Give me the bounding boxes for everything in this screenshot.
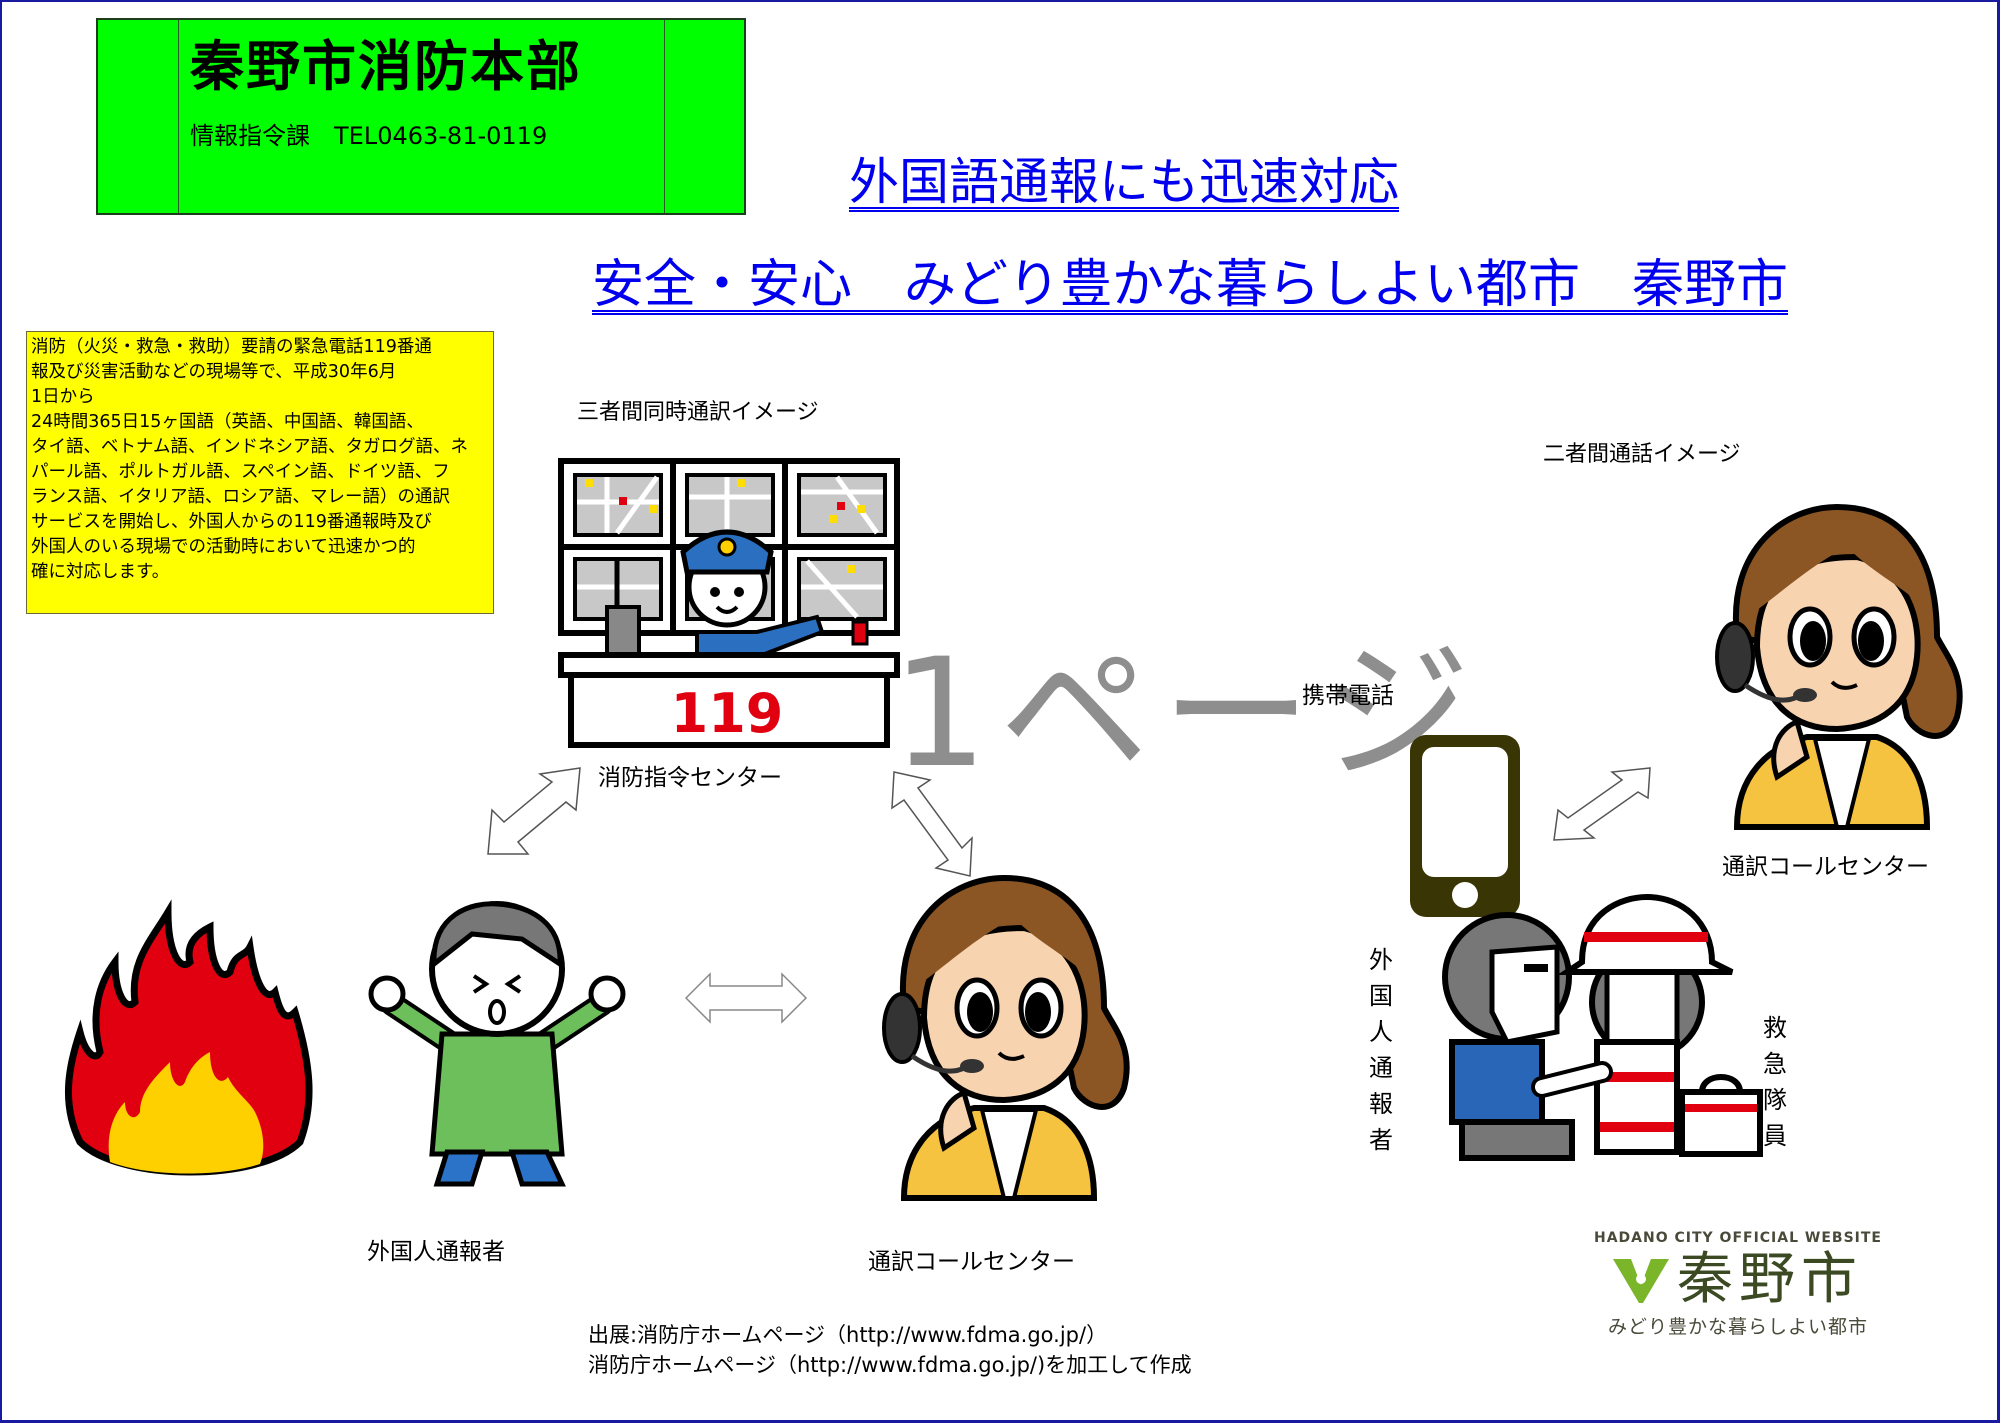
dispatcher-icon: 119 — [558, 458, 900, 748]
two-way-title: 二者間通話イメージ — [1543, 442, 1741, 467]
svg-text:119: 119 — [671, 682, 784, 745]
fire-icon — [65, 899, 313, 1176]
paramedic-and-caller-icon — [1442, 893, 1763, 1161]
city-logo: HADANO CITY OFFICIAL WEBSITE 秦野市 みどり豊かな暮… — [1588, 1230, 1888, 1339]
mobile-phone-label: 携帯電話 — [1302, 683, 1394, 709]
logo-slogan: みどり豊かな暮らしよい都市 — [1607, 1316, 1868, 1338]
interpreter-label: 通訳コールセンター — [868, 1249, 1075, 1275]
smartphone-icon — [1410, 735, 1520, 917]
paramedic-scene-illustration — [1432, 892, 1763, 1162]
interpreter-woman-icon — [882, 874, 1130, 1201]
page-watermark: 1ページ — [892, 627, 1483, 801]
divider — [664, 20, 665, 213]
slogan-heading: 安全・安心 みどり豊かな暮らしよい都市 秦野市 — [592, 255, 1789, 315]
interpreter-woman-icon — [1715, 503, 1963, 830]
double-arrow-icon — [684, 972, 808, 1024]
fire-illustration — [60, 899, 320, 1192]
paramedic-vertical-label: 救 急 隊 員 — [1763, 1014, 1787, 1150]
dispatch-center-illustration: 119 — [557, 457, 900, 748]
caller-boy-icon — [368, 901, 626, 1187]
three-way-title: 三者間同時通訳イメージ — [577, 400, 819, 425]
caller-vertical-label: 外 国 人 通 報 者 — [1369, 946, 1393, 1154]
logo-tagline: HADANO CITY OFFICIAL WEBSITE — [1594, 1230, 1882, 1246]
department-header-box: 秦野市消防本部 情報指令課 TEL0463-81-0119 — [96, 18, 746, 215]
mobile-phone-illustration — [1410, 735, 1520, 917]
foreign-caller-illustration — [362, 894, 632, 1194]
section-contact: 情報指令課 TEL0463-81-0119 — [190, 122, 548, 150]
source-credits: 出展:消防庁ホームページ（http://www.fdma.go.jp/） 消防庁… — [588, 1320, 1192, 1380]
dispatch-center-label: 消防指令センター — [598, 765, 782, 791]
double-arrow-icon — [1553, 767, 1651, 841]
credit-line-2: 消防庁ホームページ（http://www.fdma.go.jp/)を加工して作成 — [588, 1353, 1192, 1377]
divider — [178, 20, 179, 213]
info-text: 消防（火災・救急・救助）要請の緊急電話119番通 報及び災害活動などの現場等で、… — [31, 337, 468, 582]
department-title: 秦野市消防本部 — [190, 35, 582, 98]
logo-city-name: 秦野市 — [1677, 1247, 1863, 1312]
credit-line-1: 出展:消防庁ホームページ（http://www.fdma.go.jp/） — [588, 1323, 1108, 1347]
double-arrow-icon — [891, 771, 973, 877]
interpreter-label-right: 通訳コールセンター — [1722, 854, 1929, 880]
double-arrow-icon — [487, 767, 581, 855]
city-emblem-icon — [1613, 1259, 1669, 1303]
interpreter-illustration-right — [1697, 502, 1967, 832]
info-box: 消防（火災・救急・救助）要請の緊急電話119番通 報及び災害活動などの現場等で、… — [26, 331, 494, 614]
caller-label: 外国人通報者 — [367, 1239, 505, 1265]
main-heading: 外国語通報にも迅速対応 — [849, 153, 1399, 211]
interpreter-illustration — [864, 874, 1134, 1201]
